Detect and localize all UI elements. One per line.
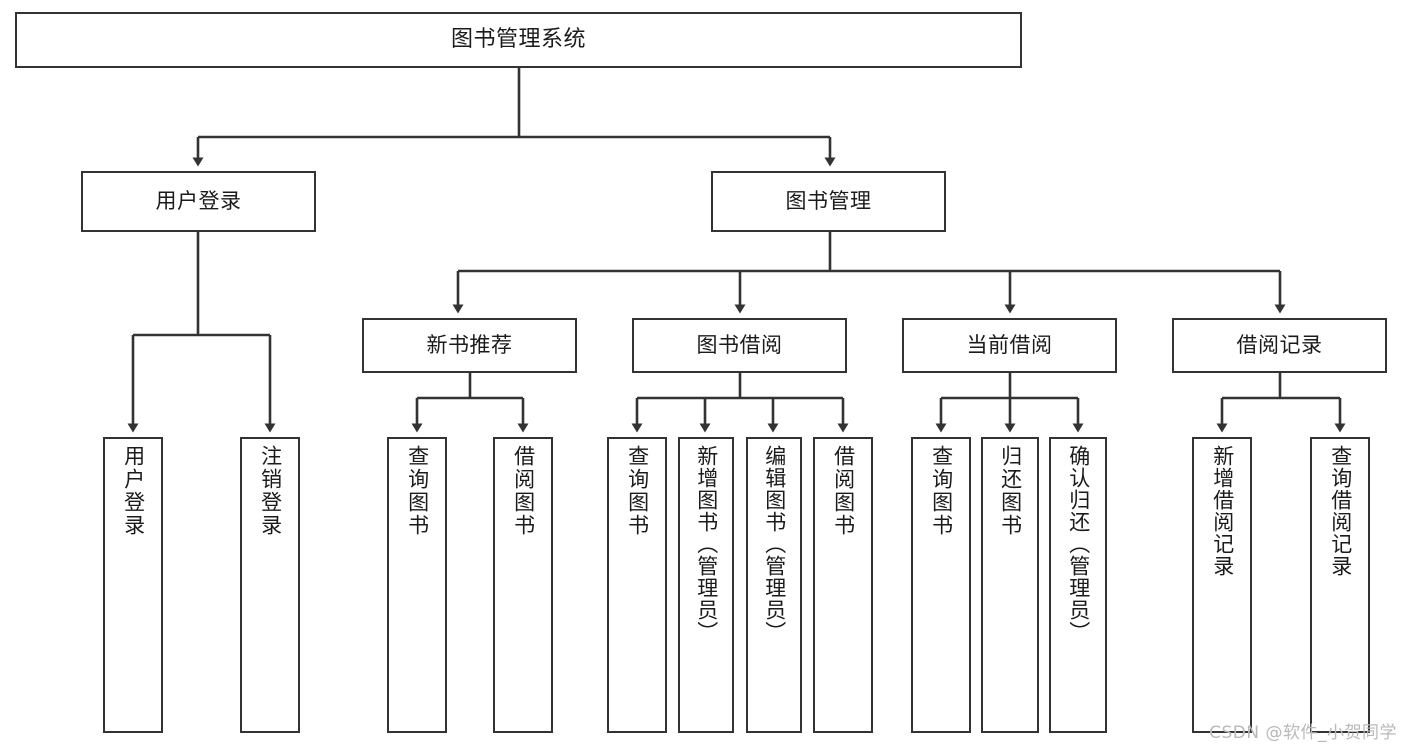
node-label: 新增图书（管理员） xyxy=(694,445,719,643)
node-label: 借阅记录 xyxy=(1236,333,1323,358)
node-leaf-user-login[interactable]: 用户登录 xyxy=(103,437,163,733)
node-book-borrow[interactable]: 图书借阅 xyxy=(632,318,847,373)
node-label: 图书管理系统 xyxy=(450,27,586,53)
node-new-book-recommend[interactable]: 新书推荐 xyxy=(362,318,577,373)
node-label: 新书推荐 xyxy=(426,333,513,358)
node-leaf-edit-book[interactable]: 编辑图书（管理员） xyxy=(746,437,802,733)
node-leaf-query-record[interactable]: 查询借阅记录 xyxy=(1310,437,1370,733)
node-user-login[interactable]: 用户登录 xyxy=(81,171,316,232)
node-leaf-query-book-1[interactable]: 查询图书 xyxy=(387,437,447,733)
node-label: 查询图书 xyxy=(625,445,650,537)
node-label: 查询图书 xyxy=(929,445,954,537)
node-root-system[interactable]: 图书管理系统 xyxy=(15,12,1022,68)
node-leaf-borrow-book-2[interactable]: 借阅图书 xyxy=(813,437,873,733)
node-leaf-add-book[interactable]: 新增图书（管理员） xyxy=(678,437,734,733)
node-label: 用户登录 xyxy=(155,189,242,214)
node-label: 归还图书 xyxy=(998,445,1023,537)
node-label: 图书借阅 xyxy=(696,333,783,358)
node-leaf-query-book-2[interactable]: 查询图书 xyxy=(607,437,667,733)
node-label: 确认归还（管理员） xyxy=(1066,445,1091,643)
node-leaf-query-book-3[interactable]: 查询图书 xyxy=(911,437,971,733)
node-label: 图书管理 xyxy=(785,189,872,214)
node-book-management[interactable]: 图书管理 xyxy=(711,171,946,232)
node-label: 查询借阅记录 xyxy=(1328,445,1353,577)
node-label: 查询图书 xyxy=(405,445,430,537)
node-label: 借阅图书 xyxy=(831,445,856,537)
node-current-borrow[interactable]: 当前借阅 xyxy=(902,318,1117,373)
node-leaf-confirm-return[interactable]: 确认归还（管理员） xyxy=(1049,437,1107,733)
node-label: 借阅图书 xyxy=(511,445,536,537)
node-label: 用户登录 xyxy=(121,445,146,537)
node-leaf-add-record[interactable]: 新增借阅记录 xyxy=(1192,437,1252,733)
node-label: 编辑图书（管理员） xyxy=(762,445,787,643)
node-leaf-borrow-book-1[interactable]: 借阅图书 xyxy=(493,437,553,733)
node-borrow-record[interactable]: 借阅记录 xyxy=(1172,318,1387,373)
node-label: 新增借阅记录 xyxy=(1210,445,1235,577)
node-leaf-return-book[interactable]: 归还图书 xyxy=(981,437,1039,733)
node-label: 当前借阅 xyxy=(966,333,1053,358)
node-label: 注销登录 xyxy=(258,445,283,537)
node-leaf-logout-login[interactable]: 注销登录 xyxy=(240,437,300,733)
watermark-text: CSDN @软件_小贺同学 xyxy=(1209,723,1397,743)
